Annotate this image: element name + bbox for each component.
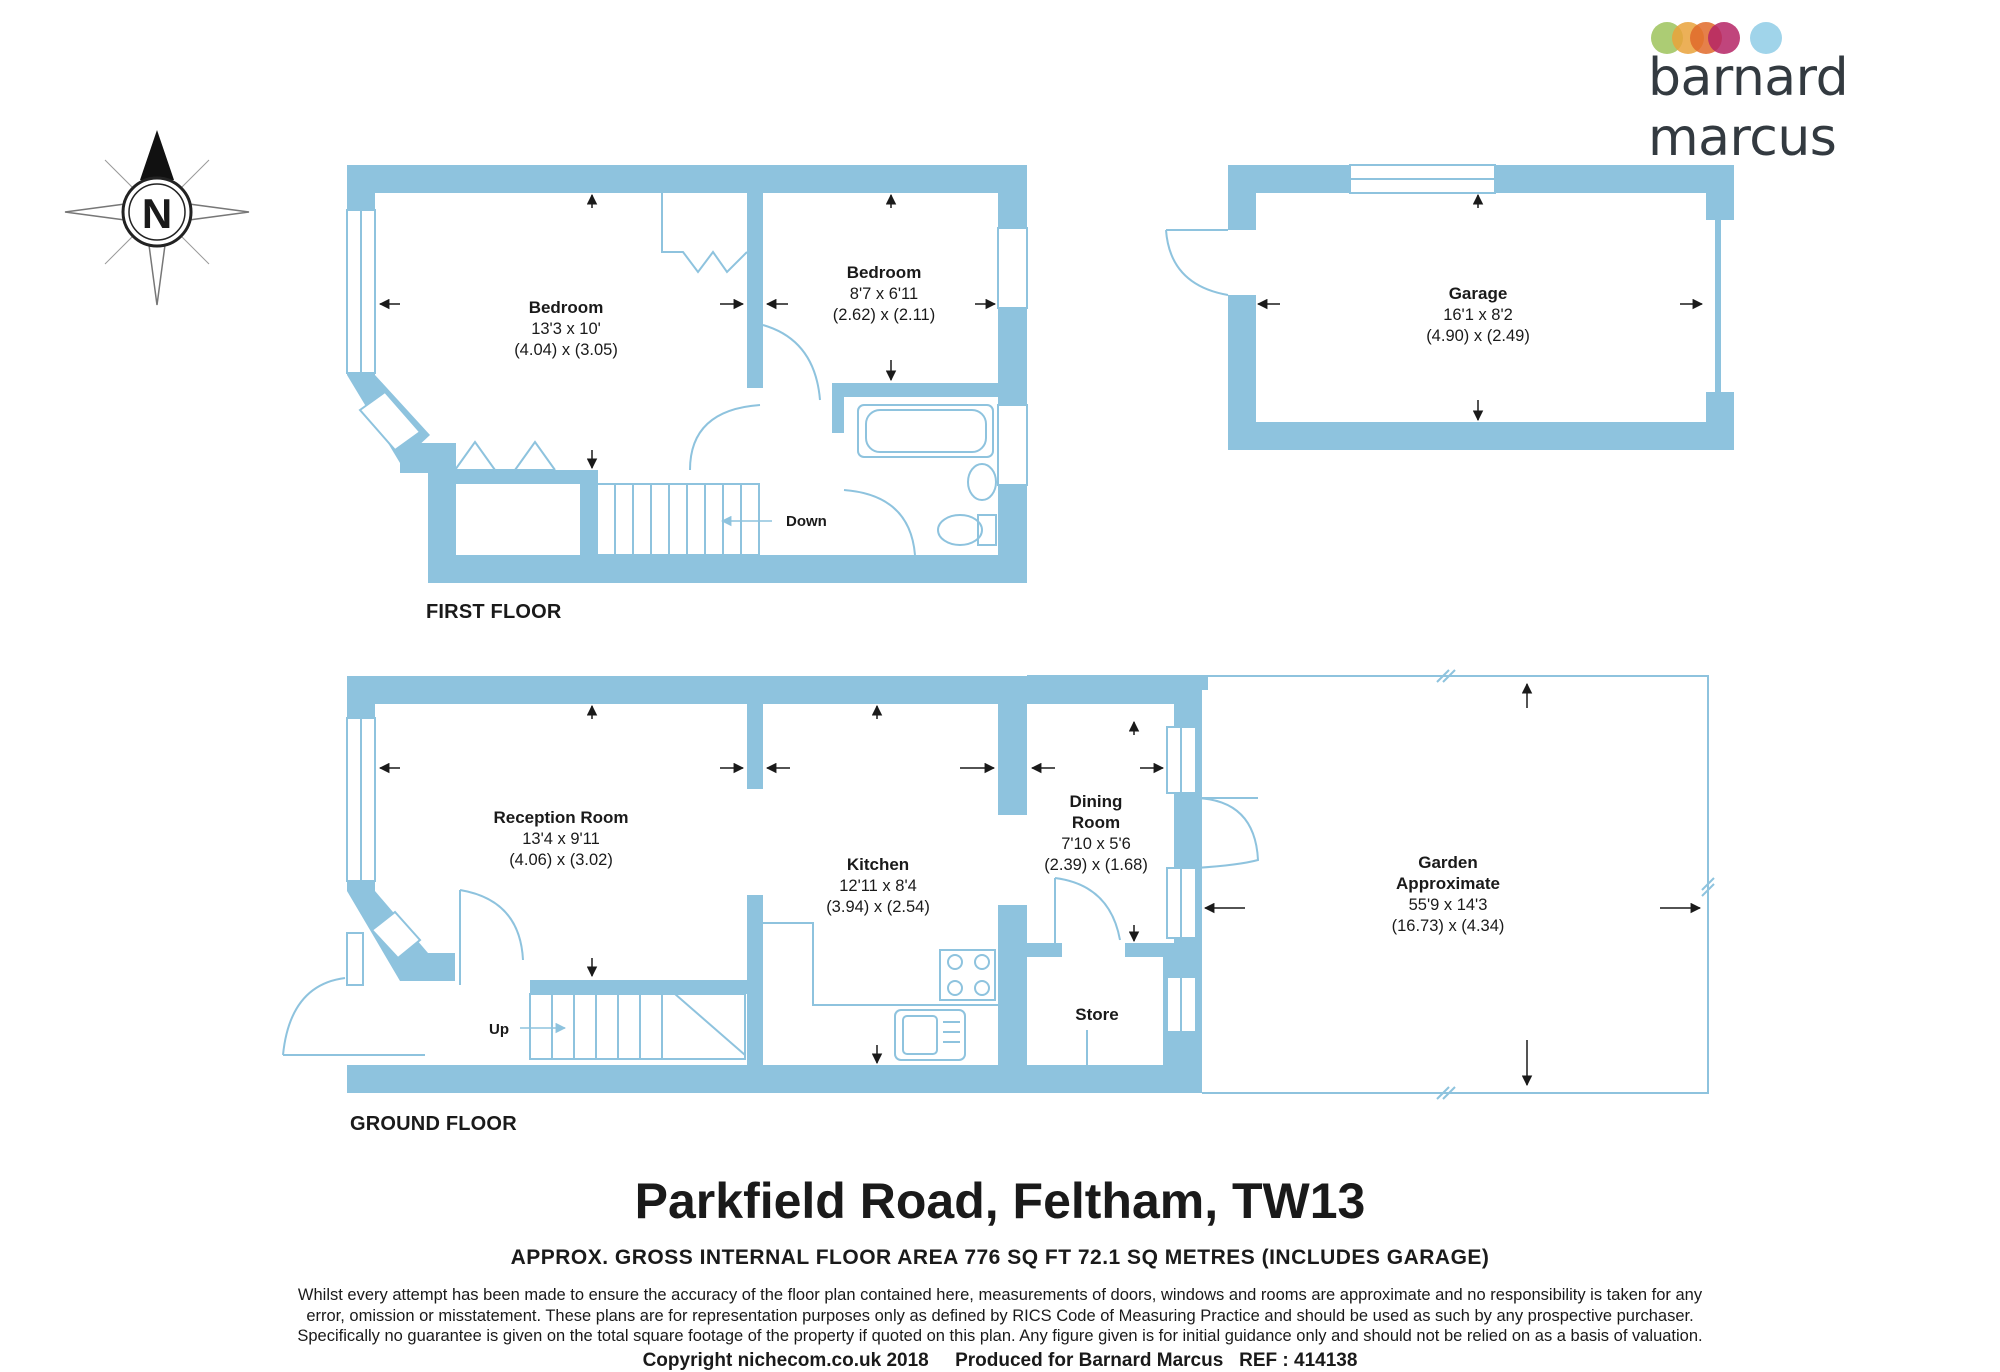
property-title: Parkfield Road, Feltham, TW13 xyxy=(634,1173,1366,1229)
logo-dot-blue xyxy=(1750,22,1782,54)
first-floor-plan xyxy=(346,165,1028,583)
stairs-down-label: Down xyxy=(786,513,827,530)
compass-rose: N xyxy=(64,130,250,306)
room-dims-imperial-bedroom-1: 13'3 x 10' xyxy=(531,320,601,338)
room-name-bedroom-1: Bedroom xyxy=(529,298,604,317)
floor-area-summary: APPROX. GROSS INTERNAL FLOOR AREA 776 SQ… xyxy=(510,1246,1490,1269)
room-dims-imperial-kitchen: 12'11 x 8'4 xyxy=(839,877,917,895)
disclaimer: Whilst every attempt has been made to en… xyxy=(0,1285,2000,1347)
room-dims-imperial-bedroom-2: 8'7 x 6'11 xyxy=(850,285,918,303)
room-dims-imperial-garden: 55'9 x 14'3 xyxy=(1409,896,1488,914)
brand-name: barnard marcus xyxy=(1648,48,1849,168)
room-dims-metric-reception: (4.06) x (3.02) xyxy=(509,851,613,869)
ground-floor-arrows xyxy=(378,682,1702,1087)
room-name-store: Store xyxy=(1075,1005,1118,1024)
logo-dot-magenta xyxy=(1708,22,1740,54)
room-dims-metric-dining: (2.39) x (1.68) xyxy=(1044,856,1148,874)
room-dims-metric-garage: (4.90) x (2.49) xyxy=(1426,327,1530,345)
room-dims-metric-bedroom-1: (4.04) x (3.05) xyxy=(514,341,618,359)
room-dims-imperial-dining: 7'10 x 5'6 xyxy=(1061,835,1131,853)
first-floor-label: FIRST FLOOR xyxy=(426,601,562,623)
room-dims-imperial-garage: 16'1 x 8'2 xyxy=(1443,306,1513,324)
room-name-bedroom-2: Bedroom xyxy=(847,263,922,282)
stairs-up-label: Up xyxy=(489,1021,509,1038)
ground-floor-plan xyxy=(346,676,1208,1093)
copyright-line: Copyright nichecom.co.uk 2018 Produced f… xyxy=(642,1350,1358,1371)
room-name-kitchen: Kitchen xyxy=(847,855,909,874)
room-name-dining-line2: Room xyxy=(1072,813,1120,832)
first-floor-arrows xyxy=(378,193,997,527)
room-name-garden-line1: Garden xyxy=(1418,853,1478,872)
disclaimer-line: Whilst every attempt has been made to en… xyxy=(297,1286,1703,1304)
garage-arrows xyxy=(1256,193,1704,422)
disclaimer-line: Specifically no guarantee is given on th… xyxy=(297,1327,1703,1345)
garage-plan xyxy=(1165,164,1734,450)
room-dims-metric-kitchen: (3.94) x (2.54) xyxy=(826,898,930,916)
compass-north-label: N xyxy=(142,190,172,237)
room-name-reception: Reception Room xyxy=(493,808,628,827)
ground-floor-label: GROUND FLOOR xyxy=(350,1113,517,1135)
room-name-dining-line1: Dining xyxy=(1070,792,1123,811)
room-dims-metric-bedroom-2: (2.62) x (2.11) xyxy=(833,306,935,324)
room-dims-metric-garden: (16.73) x (4.34) xyxy=(1392,917,1505,935)
room-dims-imperial-reception: 13'4 x 9'11 xyxy=(522,830,600,848)
room-name-garden-line2: Approximate xyxy=(1396,874,1500,893)
disclaimer-line: error, omission or misstatement. These p… xyxy=(306,1306,1694,1325)
first-floor-fixtures xyxy=(454,193,997,556)
garden-break-marks xyxy=(1436,669,1715,1100)
room-name-garage: Garage xyxy=(1449,284,1508,303)
